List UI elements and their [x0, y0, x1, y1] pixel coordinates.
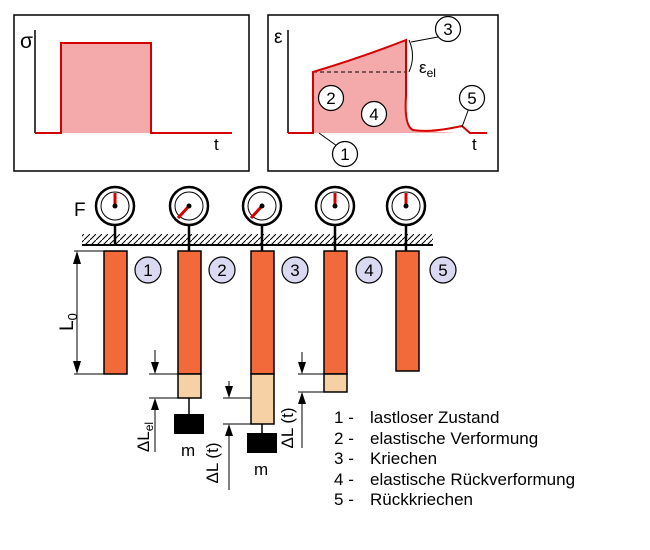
mass-2-label: m — [254, 460, 268, 479]
svg-text:2: 2 — [326, 89, 335, 108]
specimen-4-residual-extension — [323, 373, 348, 393]
legend-text: Kriechen — [370, 449, 438, 468]
strain-marker-5: 5 — [458, 84, 486, 112]
strain-marker-4: 4 — [360, 100, 388, 128]
legend-number: 3 - — [334, 449, 354, 468]
marker-3-leader — [410, 36, 439, 43]
marker-5-leader — [461, 107, 470, 128]
specimen-3 — [250, 250, 275, 375]
marker-1-leader — [318, 132, 338, 147]
stress-x-label: t — [214, 135, 219, 154]
svg-text:3: 3 — [443, 20, 452, 39]
state-badge-2: 2 — [208, 256, 236, 284]
stress-y-label: σ — [20, 30, 33, 53]
mass-2 — [247, 433, 277, 453]
force-gauge-5 — [385, 185, 427, 251]
l0-dimension — [73, 250, 104, 375]
strain-plot: ε t εel 1 2 3 4 5 — [267, 14, 499, 172]
legend-number: 2 - — [334, 428, 354, 448]
stress-curve — [35, 42, 232, 134]
delta-l-t-label-2: ΔL (t) — [278, 408, 297, 449]
legend-text: lastloser Zustand — [370, 408, 500, 427]
force-gauge-1 — [94, 185, 136, 245]
strain-marker-1: 1 — [331, 140, 359, 168]
svg-text:4: 4 — [364, 261, 373, 280]
strain-curve — [288, 38, 487, 134]
strain-marker-3: 3 — [434, 15, 462, 43]
legend-text: elastische Rückverformung — [370, 469, 576, 489]
legend-number: 4 - — [334, 469, 354, 489]
legend-row-5: 5 - Rückkriechen — [334, 490, 575, 511]
apparatus: F — [57, 185, 457, 490]
state-badge-3: 3 — [281, 256, 309, 284]
legend-row-1: 1 - lastloser Zustand — [334, 408, 575, 429]
state-legend: 1 - lastloser Zustand 2 - elastische Verfo… — [334, 408, 575, 511]
force-label: F — [74, 200, 86, 221]
svg-text:4: 4 — [369, 105, 378, 124]
state-badge-5: 5 — [429, 256, 457, 284]
specimen-3-creep-extension — [250, 373, 275, 425]
specimen-2 — [177, 250, 202, 375]
legend-row-3: 3 - Kriechen — [334, 449, 575, 470]
specimen-5 — [395, 250, 420, 372]
eps-el-label: εel — [419, 58, 436, 80]
strain-marker-2: 2 — [317, 84, 345, 112]
delta-l-el-dimension — [149, 350, 178, 452]
specimen-4 — [323, 250, 348, 375]
support-beam — [82, 234, 433, 245]
svg-text:1: 1 — [340, 145, 349, 164]
l0-label: L0 — [57, 313, 80, 331]
force-gauge-2 — [168, 185, 210, 251]
delta-l-t-dimension-2 — [298, 352, 324, 448]
eps-el-brace — [408, 39, 413, 73]
state-badge-1: 1 — [134, 256, 162, 284]
state-badge-4: 4 — [355, 256, 383, 284]
specimen-2-elastic-extension — [177, 373, 202, 399]
svg-text:5: 5 — [467, 89, 476, 108]
mass-1 — [174, 414, 204, 434]
force-gauge-3 — [241, 185, 283, 251]
strain-area — [313, 40, 457, 133]
strain-x-label: t — [472, 135, 477, 154]
stress-plot: σ t — [13, 14, 250, 172]
force-gauge-4 — [314, 185, 356, 251]
legend-number: 5 - — [334, 490, 354, 509]
legend-row-2: 2 - elastische Verformung — [334, 429, 575, 450]
svg-text:3: 3 — [290, 261, 299, 280]
svg-text:1: 1 — [143, 261, 152, 280]
legend-text: Rückkriechen — [370, 490, 473, 509]
delta-l-t-dimension-1 — [223, 381, 251, 490]
svg-text:5: 5 — [438, 261, 447, 280]
delta-l-el-label: ΔLel — [134, 422, 156, 452]
svg-text:2: 2 — [217, 261, 226, 280]
mass-1-label: m — [181, 441, 195, 460]
delta-l-t-label-1: ΔL (t) — [203, 443, 222, 484]
legend-number: 1 - — [334, 408, 354, 427]
legend-row-4: 4 - elastische Rückverformung — [334, 470, 575, 491]
legend-text: elastische Verformung — [370, 428, 539, 448]
strain-y-label: ε — [274, 27, 283, 48]
specimen-1 — [103, 250, 128, 375]
stress-load-area — [61, 43, 151, 133]
